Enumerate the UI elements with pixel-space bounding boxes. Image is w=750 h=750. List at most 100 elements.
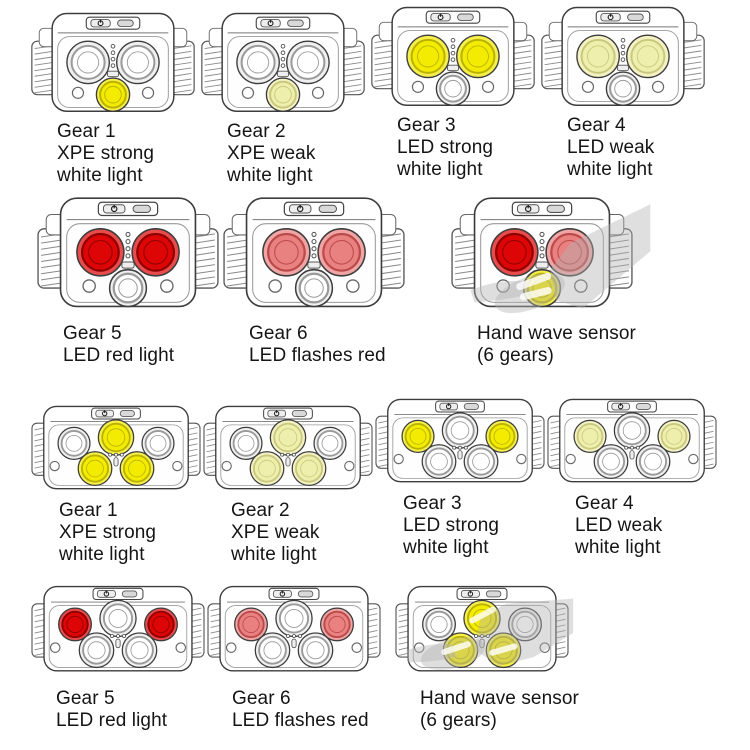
side-sensor-right — [172, 460, 183, 472]
sensor-window-icon — [457, 13, 474, 21]
mode-label-line: XPE weak — [227, 142, 316, 164]
light-xpe — [294, 268, 334, 308]
side-sensor-right — [175, 642, 187, 653]
power-icon — [273, 410, 280, 417]
mode-label-line: Gear 3 — [397, 114, 456, 136]
side-sensor-left — [565, 453, 576, 465]
headlamp-illustration — [200, 8, 370, 117]
mode-label-line: LED weak — [575, 515, 663, 537]
light-top-center — [97, 419, 135, 456]
light-top-left — [229, 426, 263, 460]
mode-label-line: XPE strong — [57, 142, 155, 164]
light-top-left — [576, 34, 621, 79]
light-top-right — [455, 34, 500, 79]
light-top-center — [613, 412, 651, 449]
light-top-right — [141, 426, 175, 460]
control-panel — [91, 407, 141, 420]
power-icon — [607, 13, 614, 21]
mode-label-line: Gear 5 — [63, 322, 122, 344]
headlamp-illustration — [31, 398, 204, 492]
control-panel — [595, 10, 651, 24]
sensor-window-icon — [546, 204, 565, 213]
mode-label-line: LED weak — [567, 136, 655, 158]
mode-label-line: Gear 3 — [403, 493, 462, 515]
sensor-window-icon — [463, 403, 479, 410]
control-panel — [85, 16, 141, 30]
indicator-dots — [447, 37, 459, 72]
light-top-right — [131, 228, 180, 277]
mode-label-line: Gear 6 — [249, 322, 308, 344]
mode-label-line: white light — [227, 164, 313, 186]
mode-label: Hand wave sensor(6 gears) — [477, 323, 702, 367]
power-icon — [97, 19, 104, 27]
side-sensor-left — [82, 279, 96, 293]
mode-label-line: white light — [403, 537, 489, 559]
side-sensor-right — [688, 453, 699, 465]
light-top-left — [58, 607, 92, 642]
indicator-dots — [474, 634, 490, 649]
indicator-dots — [624, 445, 640, 460]
indicator-dots — [110, 634, 126, 649]
mode-label-line: Hand wave sensor — [420, 688, 579, 710]
headlamp-illustration — [30, 8, 200, 117]
mode-label-line: Gear 4 — [567, 114, 626, 136]
sensor-window-icon — [291, 410, 307, 417]
headlamp-illustration — [395, 578, 656, 674]
power-icon — [296, 204, 304, 213]
mode-label-line: Gear 2 — [231, 500, 290, 522]
light-top-left — [66, 40, 111, 85]
mode-label-line: (6 gears) — [477, 344, 554, 366]
hand-wave-sensor-unit: Hand wave sensor(6 gears) — [450, 192, 702, 367]
light-xpe — [435, 71, 471, 106]
side-sensor-right — [351, 642, 363, 653]
control-panel — [607, 400, 657, 413]
control-panel — [263, 407, 313, 420]
mode-label-line: LED flashes red — [232, 710, 369, 732]
side-sensor-right — [160, 279, 174, 293]
light-bottom-left — [78, 632, 115, 669]
headlamp-illustration — [31, 578, 208, 674]
light-top-center — [275, 599, 313, 638]
mode-label-line: Gear 2 — [227, 120, 286, 142]
mode-label-line: Gear 1 — [59, 500, 118, 522]
power-icon — [524, 204, 532, 213]
light-bottom-left — [421, 444, 457, 479]
headlamp-illustration — [36, 192, 222, 313]
headlamp-illustration — [540, 2, 710, 111]
power-icon — [467, 590, 474, 597]
mode-label-line: white light — [57, 164, 143, 186]
power-icon — [110, 204, 118, 213]
light-top-left — [57, 426, 91, 460]
light-bottom-right — [297, 632, 334, 669]
side-sensor-left — [413, 642, 425, 653]
side-sensor-left — [71, 86, 85, 99]
sensor-window-icon — [318, 204, 337, 213]
mode-label-line: white light — [59, 544, 145, 566]
light-top-right — [657, 419, 691, 453]
sensor-window-icon — [119, 410, 135, 417]
sensor-window-icon — [485, 590, 502, 598]
indicator-dots — [107, 43, 119, 78]
indicator-dots — [108, 452, 124, 467]
light-bottom-left — [254, 632, 291, 669]
side-sensor-left — [221, 460, 232, 472]
control-panel — [97, 201, 159, 217]
mode-label-line: (6 gears) — [420, 710, 497, 732]
light-top-left — [262, 228, 311, 277]
side-sensor-right — [651, 80, 665, 93]
side-sensor-right — [344, 460, 355, 472]
light-top-left — [490, 228, 539, 277]
